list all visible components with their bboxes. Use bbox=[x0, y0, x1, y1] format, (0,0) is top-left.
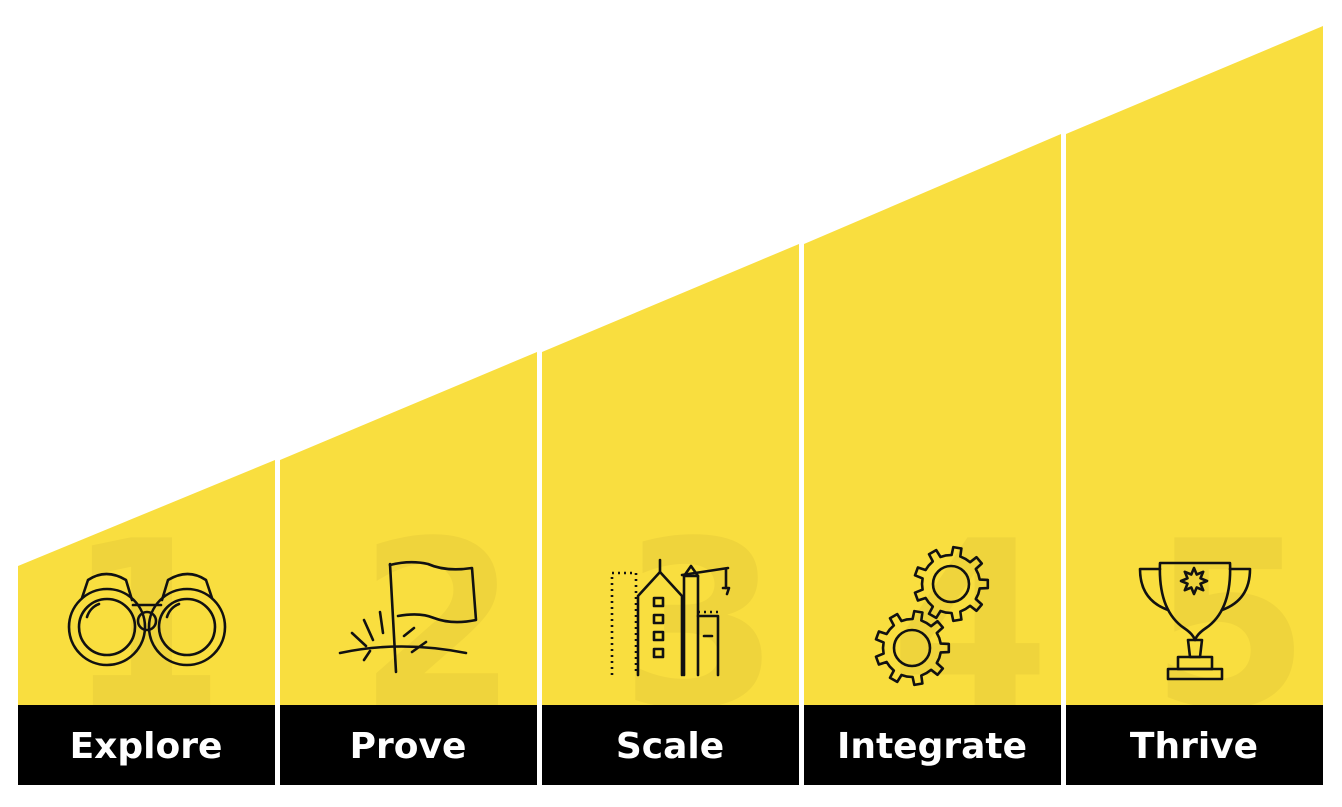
stage-prove: 2 Prove bbox=[280, 352, 537, 785]
label-bar bbox=[542, 705, 799, 785]
stage-panel bbox=[542, 244, 799, 705]
stage-integrate: 4 Integrate bbox=[804, 134, 1061, 785]
stage-panel bbox=[1066, 26, 1323, 705]
flag-icon bbox=[338, 560, 478, 674]
stage-label: Scale bbox=[616, 726, 724, 767]
stage-label: Integrate bbox=[837, 726, 1027, 767]
gears-icon bbox=[874, 545, 990, 687]
label-bar bbox=[280, 705, 537, 785]
binoculars-icon bbox=[67, 572, 227, 667]
stage-panel bbox=[804, 134, 1061, 705]
stage-panel bbox=[280, 352, 537, 705]
label-bar bbox=[804, 705, 1061, 785]
stage-explore: 1 Explore bbox=[18, 460, 275, 785]
trophy-icon bbox=[1138, 561, 1252, 681]
building-crane-icon bbox=[610, 558, 731, 677]
stage-label: Thrive bbox=[1130, 726, 1258, 767]
stage-scale: 3 Scale bbox=[542, 244, 799, 785]
stage-thrive: 5 Thrive bbox=[1066, 26, 1323, 785]
label-bar bbox=[18, 705, 275, 785]
stage-label: Explore bbox=[70, 726, 223, 767]
stage-label: Prove bbox=[350, 726, 467, 767]
label-bar bbox=[1066, 705, 1323, 785]
